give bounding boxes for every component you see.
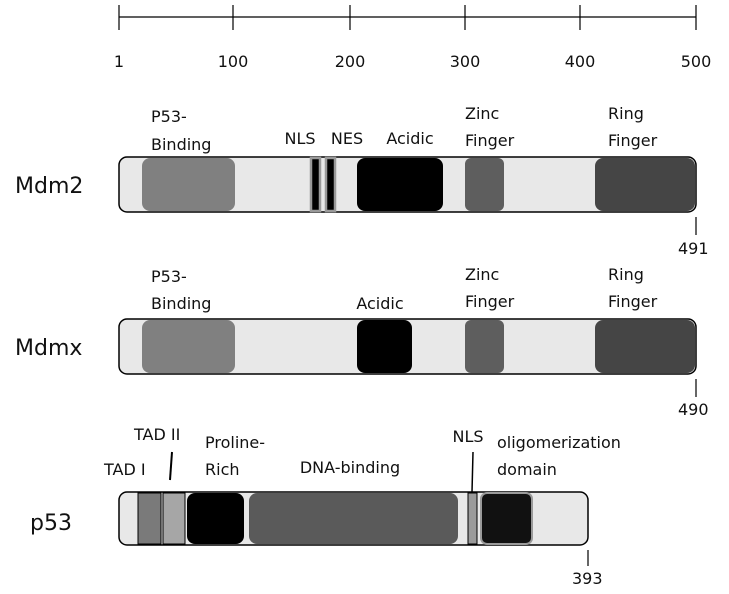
domain-label-nes: NES bbox=[331, 129, 363, 148]
domain-label-oligomerization: oligomerization bbox=[497, 433, 621, 452]
domain-nes-mdm2 bbox=[324, 156, 337, 213]
domain-acidic-mdm2 bbox=[357, 158, 443, 211]
scale-tick-label: 200 bbox=[335, 52, 366, 71]
protein-length-mdm2: 491 bbox=[678, 239, 709, 258]
scale-tick-label: 100 bbox=[218, 52, 249, 71]
domain-p53-binding-mdm2 bbox=[142, 158, 235, 211]
domain-label-ring-finger: Finger bbox=[608, 131, 658, 150]
domain-label-oligomerization: domain bbox=[497, 460, 557, 479]
domain-label-tad2: TAD II bbox=[133, 425, 180, 444]
domain-nls-mdm2 bbox=[309, 156, 322, 213]
scale-tick-label: 400 bbox=[565, 52, 596, 71]
domain-label-p53-binding: P53- bbox=[151, 107, 187, 126]
domain-label-p53-binding: Binding bbox=[151, 294, 211, 313]
mdm2-protein: Mdm2 P53- Binding NLS NES Acidic Zinc Fi… bbox=[15, 104, 709, 258]
domain-tad2-p53 bbox=[162, 492, 186, 545]
domain-tad1-p53 bbox=[137, 492, 162, 545]
domain-label-p53-binding: P53- bbox=[151, 267, 187, 286]
tad2-pointer-line bbox=[169, 451, 173, 481]
domain-label-nls: NLS bbox=[452, 427, 483, 446]
domain-label-zinc-finger: Zinc bbox=[465, 265, 499, 284]
domain-label-p53-binding: Binding bbox=[151, 135, 211, 154]
protein-length-mdmx: 490 bbox=[678, 400, 709, 419]
domain-label-proline-rich: Proline- bbox=[205, 433, 265, 452]
domain-acidic-mdmx bbox=[357, 320, 412, 373]
domain-label-proline-rich: Rich bbox=[205, 460, 240, 479]
domain-label-ring-finger: Ring bbox=[608, 104, 644, 123]
scale-bar: 1 100 200 300 400 500 bbox=[114, 5, 711, 71]
scale-tick-label: 500 bbox=[681, 52, 712, 71]
protein-length-p53: 393 bbox=[572, 569, 603, 588]
domain-dna-binding-p53 bbox=[249, 493, 458, 544]
domain-label-dna-binding: DNA-binding bbox=[300, 458, 400, 477]
domain-p53-binding-mdmx bbox=[142, 320, 235, 373]
p53-protein: p53 TAD I TAD II Proline- Rich DNA-bindi… bbox=[30, 425, 621, 588]
domain-proline-rich-p53 bbox=[187, 493, 244, 544]
domain-label-ring-finger: Ring bbox=[608, 265, 644, 284]
domain-label-zinc-finger: Finger bbox=[465, 131, 515, 150]
protein-name-p53: p53 bbox=[30, 511, 72, 536]
mdmx-protein: Mdmx P53- Binding Acidic Zinc Finger Rin… bbox=[15, 265, 709, 419]
domain-zinc-finger-mdmx bbox=[465, 320, 504, 373]
domain-ring-finger-mdmx bbox=[595, 320, 695, 373]
protein-name-mdmx: Mdmx bbox=[15, 336, 82, 361]
scale-tick-label: 1 bbox=[114, 52, 124, 71]
domain-label-acidic: Acidic bbox=[356, 294, 403, 313]
domain-zinc-finger-mdm2 bbox=[465, 158, 504, 211]
domain-label-nls: NLS bbox=[284, 129, 315, 148]
domain-label-zinc-finger: Finger bbox=[465, 292, 515, 311]
nls-pointer-line bbox=[471, 451, 474, 493]
domain-ring-finger-mdm2 bbox=[595, 158, 695, 211]
domain-label-ring-finger: Finger bbox=[608, 292, 658, 311]
domain-nls-p53 bbox=[467, 492, 478, 545]
domain-label-acidic: Acidic bbox=[386, 129, 433, 148]
domain-oligomerization-p53 bbox=[480, 492, 533, 545]
domain-label-tad1: TAD I bbox=[103, 460, 146, 479]
domain-label-zinc-finger: Zinc bbox=[465, 104, 499, 123]
protein-name-mdm2: Mdm2 bbox=[15, 174, 83, 199]
scale-tick-label: 300 bbox=[450, 52, 481, 71]
